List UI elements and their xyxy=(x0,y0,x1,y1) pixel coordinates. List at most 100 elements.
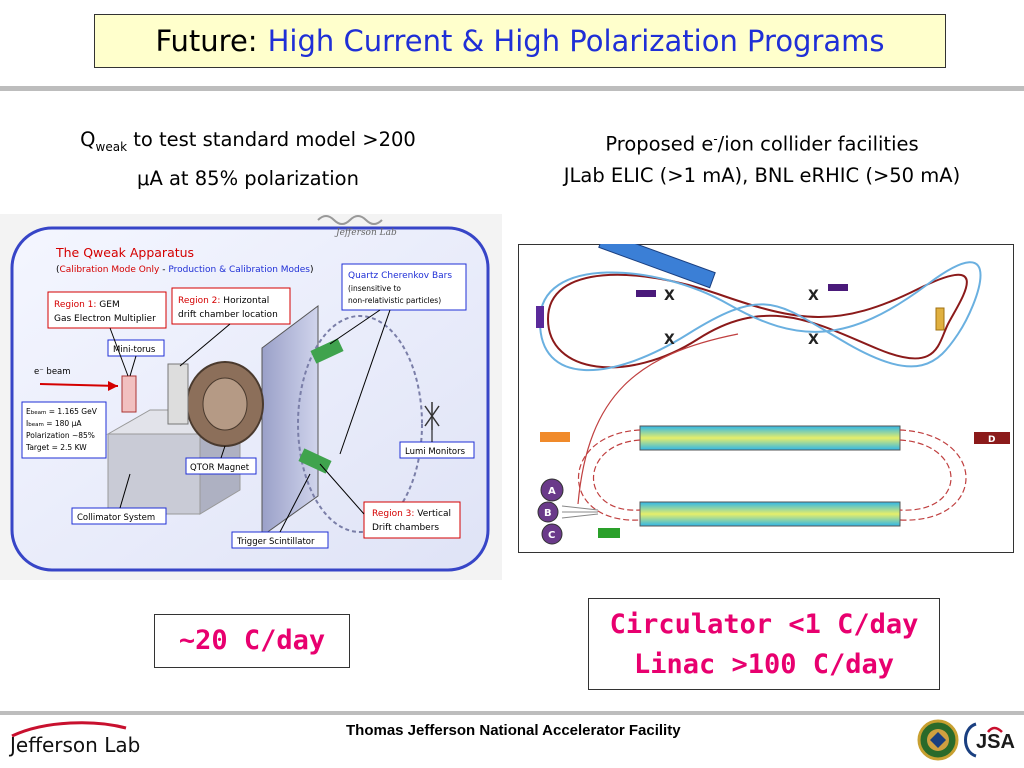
recirc-arc-right-inner xyxy=(899,439,952,511)
qtor-magnet-inner xyxy=(202,377,248,431)
region1-c: Gas Electron Multiplier xyxy=(54,314,156,324)
transfer-line xyxy=(577,333,739,505)
left-rate: ~20 C/day xyxy=(178,625,326,656)
orange-block xyxy=(540,432,570,442)
collider-panel: X X X X D A B C xyxy=(518,231,1014,553)
footer-facility: Thomas Jefferson National Accelerator Fa… xyxy=(346,722,681,739)
collimator-text: Collimator System xyxy=(77,513,155,523)
jefferson-lab-logo: Jefferson Lab xyxy=(10,733,141,757)
quartz-bar-top xyxy=(310,338,344,364)
mode-production: Production & Calibration Modes xyxy=(168,265,310,275)
linac-upper xyxy=(639,425,901,451)
svg-text:Region 3: Vertical: Region 3: Vertical xyxy=(372,509,451,519)
end-magnet-right xyxy=(935,307,945,331)
recirc-arc-left xyxy=(577,429,641,521)
params-2: I xyxy=(26,419,28,428)
qweak-logo-text: Jefferson Lab xyxy=(334,228,397,238)
quartz-a: Quartz Cherenkov Bars xyxy=(348,271,452,281)
hall-b-icon xyxy=(537,501,559,523)
jefferson-lab-swoosh-icon xyxy=(11,721,127,738)
left-caption-line1-rest: to test standard model >200 xyxy=(127,128,416,151)
svg-text:Ebeam = 1.165 GeV: Ebeam = 1.165 GeV xyxy=(26,407,98,416)
qweak-apparatus-diagram: Jefferson Lab The Qweak Apparatus (Calib… xyxy=(0,214,502,580)
trigger-text: Trigger Scintillator xyxy=(236,537,315,547)
region1-b: GEM xyxy=(96,300,119,310)
lumi-text: Lumi Monitors xyxy=(405,447,466,457)
hall-a-label: A xyxy=(548,486,556,497)
params-4: Target = 2.5 KW xyxy=(25,443,87,452)
linac-rate: Linac >100 C/day xyxy=(633,649,895,680)
params-2v: = 180 μA xyxy=(44,419,83,428)
cherenkov-ring xyxy=(297,315,423,533)
left-caption-line2: μA at 85% polarization xyxy=(137,166,359,190)
minitorus-label: Mini-torus xyxy=(107,339,165,357)
d-hall-block xyxy=(974,432,1010,444)
green-block xyxy=(598,528,620,538)
beam-params: Ebeam = 1.165 GeV Ibeam = 180 μA Polariz… xyxy=(21,401,107,459)
recirc-arc-right xyxy=(899,429,967,521)
q-subscript: weak xyxy=(95,139,128,154)
circulator-rate: Circulator <1 C/day xyxy=(609,609,919,640)
svg-text:Region 2: Horizontal: Region 2: Horizontal xyxy=(178,296,269,306)
region1-a: Region 1: xyxy=(54,300,96,310)
modes-close: ) xyxy=(310,265,314,275)
lumi-monitor-icon xyxy=(424,402,440,430)
title-prefix: Future: xyxy=(155,24,258,58)
recirc-arc-left-inner xyxy=(592,439,641,511)
jsa-text: JSA xyxy=(976,731,1015,753)
region3-c: Drift chambers xyxy=(372,523,439,533)
cross-mark-1: X xyxy=(664,288,675,304)
params-1s: beam xyxy=(31,410,47,416)
jefferson-lab-logo-icon: Jefferson Lab xyxy=(317,215,397,238)
region3-a: Region 3: xyxy=(372,509,414,519)
region2-c: drift chamber location xyxy=(178,310,278,320)
beam-switchyard xyxy=(561,505,599,519)
collider-frame xyxy=(518,244,1014,553)
region2-b: Horizontal xyxy=(220,296,269,306)
region2-label: Region 2: Horizontal drift chamber locat… xyxy=(171,287,291,325)
qweak-heading: The Qweak Apparatus xyxy=(55,245,194,260)
beam-label: e⁻ beam xyxy=(34,367,71,377)
shield-wall xyxy=(261,305,319,537)
region1-label: Region 1: GEM Gas Electron Multiplier xyxy=(47,291,167,329)
left-caption: Qweak to test standard model >200 μA at … xyxy=(28,124,468,194)
quartz-label: Quartz Cherenkov Bars (insensitive to no… xyxy=(341,263,467,311)
minitorus-element xyxy=(121,375,137,413)
right-caption: Proposed e-/ion collider facilities JLab… xyxy=(502,124,1022,191)
quartz-b: (insensitive to xyxy=(348,284,401,293)
params-3: Polarization ~85% xyxy=(26,431,95,440)
d-label: D xyxy=(988,435,995,445)
linac-lower xyxy=(639,501,901,527)
minitorus-text: Mini-torus xyxy=(113,345,156,355)
cross-mark-4: X xyxy=(808,332,819,348)
quartz-c: non-relativistic particles) xyxy=(348,296,441,305)
doe-seal-icon xyxy=(917,719,959,761)
cross-mark-3: X xyxy=(664,332,675,348)
title-accent: High Current & High Polarization Program… xyxy=(267,24,885,58)
modes-open: ( xyxy=(56,265,60,275)
pointer-lines xyxy=(109,309,433,533)
end-magnet-left xyxy=(536,306,544,328)
electron-sup: - xyxy=(713,132,718,146)
right-caption-line1: Proposed e-/ion collider facilities xyxy=(502,124,1022,160)
params-1: E xyxy=(26,407,31,416)
top-divider xyxy=(0,86,1024,91)
bottom-divider xyxy=(0,711,1024,715)
hall-c-label: C xyxy=(548,530,555,541)
right-caption-pre: Proposed e xyxy=(605,132,714,156)
svg-text:Ibeam = 180 μA: Ibeam = 180 μA xyxy=(26,419,82,428)
q-symbol: Q xyxy=(80,128,96,151)
magnet-2 xyxy=(828,284,848,291)
qtor-text: QTOR Magnet xyxy=(190,463,250,473)
region3-b: Vertical xyxy=(414,509,451,519)
cross-mark-2: X xyxy=(808,288,819,304)
region2-a: Region 2: xyxy=(178,296,220,306)
hall-b-label: B xyxy=(544,508,552,519)
hall-c-icon xyxy=(541,523,563,545)
right-caption-post: /ion collider facilities xyxy=(717,132,919,156)
region3-label: Region 3: Vertical Drift chambers xyxy=(363,501,461,539)
left-caption-line1: Qweak to test standard model >200 xyxy=(28,124,468,163)
slide-title: Future: High Current & High Polarization… xyxy=(94,14,946,68)
collider-diagram: X X X X D A B C xyxy=(518,231,1014,553)
qtor-label: QTOR Magnet xyxy=(185,457,257,475)
